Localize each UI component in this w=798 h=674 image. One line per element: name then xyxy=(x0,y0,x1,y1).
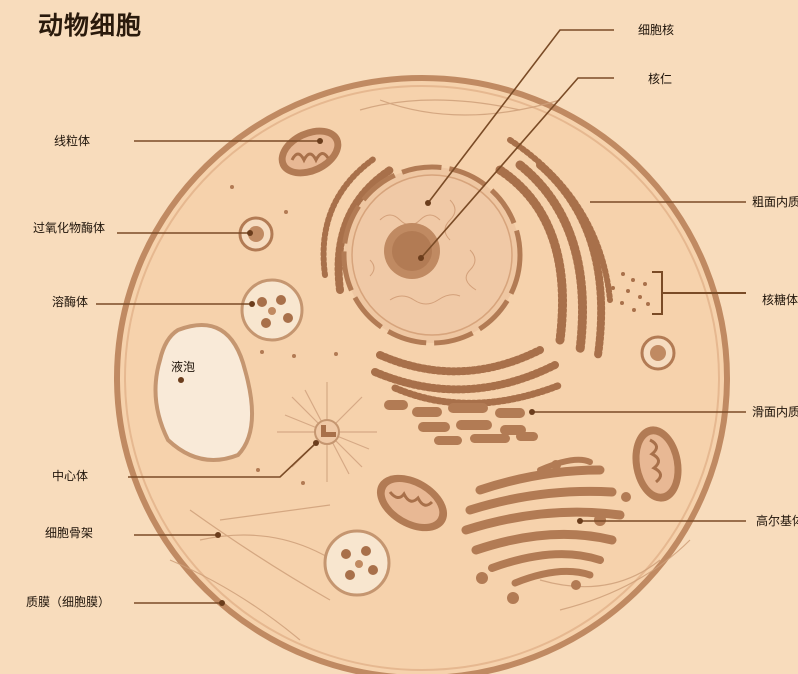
page-title: 动物细胞 xyxy=(38,11,143,40)
centrosome xyxy=(277,382,377,482)
mitochondrion-2 xyxy=(376,474,448,532)
smooth-er xyxy=(384,400,538,445)
label-peroxisome: 过氧化物酶体 xyxy=(33,221,106,235)
free-granules xyxy=(230,185,338,485)
mitochondrion-3 xyxy=(632,426,682,502)
cytoskeleton-fibers xyxy=(169,99,691,641)
ribosomes xyxy=(611,272,650,312)
lysosome xyxy=(240,278,304,342)
mitochondrion xyxy=(278,127,342,177)
leader-lines xyxy=(96,29,746,604)
label-rough-er: 粗面内质网 xyxy=(752,195,798,209)
label-vacuole: 液泡 xyxy=(171,360,196,374)
label-mitochondrion: 线粒体 xyxy=(54,134,91,148)
label-cytoskeleton: 细胞骨架 xyxy=(45,526,94,540)
vesicle xyxy=(640,335,676,371)
golgi-vesicles xyxy=(476,460,631,604)
label-smooth-er: 滑面内质网 xyxy=(752,405,798,419)
leader-dots xyxy=(178,138,583,606)
label-golgi: 高尔基体 xyxy=(756,514,798,528)
label-centrosome: 中心体 xyxy=(52,469,89,483)
label-cell-membrane: 质膜（细胞膜） xyxy=(26,595,111,609)
vacuole xyxy=(153,323,255,462)
rough-er xyxy=(320,137,613,407)
label-nucleolus: 核仁 xyxy=(648,72,673,86)
ribosome-bracket xyxy=(652,271,746,315)
peroxisome xyxy=(238,216,274,252)
label-ribosome: 核糖体 xyxy=(762,293,798,307)
label-nucleus: 细胞核 xyxy=(638,23,675,37)
label-lysosome: 溶酶体 xyxy=(52,295,89,309)
nucleolus xyxy=(384,223,440,279)
golgi-apparatus xyxy=(461,456,625,587)
lysosome-2 xyxy=(323,529,391,597)
